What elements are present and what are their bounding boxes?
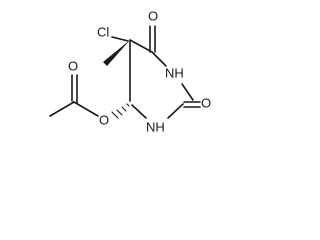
atom-label-ring-nh-top: NH [165, 65, 184, 80]
bond-o-acetyl-c [73, 101, 99, 117]
atom-label-ring-nh-bottom: NH [146, 119, 165, 134]
atom-label-ring-oxygen-top: O [148, 8, 158, 23]
bond-c6-n1 [151, 51, 167, 67]
bond-c5-methyl-wedge [103, 40, 130, 66]
bond-c2-n3 [167, 103, 184, 119]
bond-c4-o-hashed [111, 103, 130, 119]
bond-n3-c4 [131, 104, 147, 119]
atom-label-chlorine: Cl [97, 24, 109, 39]
bond-acetyl-methyl [49, 101, 75, 117]
bond-c5-cl [111, 36, 129, 42]
bond-n1-c2 [181, 83, 194, 101]
molecule-structure: Cl O NH O NH O O [49, 8, 211, 134]
atom-label-ester-oxygen: O [99, 112, 109, 127]
atom-label-acetyl-carbonyl-oxygen: O [68, 58, 78, 73]
structure-canvas: Cl O NH O NH O O [0, 0, 220, 148]
atom-label-ring-oxygen-right: O [201, 95, 211, 110]
bond-c5-c6 [129, 39, 153, 53]
